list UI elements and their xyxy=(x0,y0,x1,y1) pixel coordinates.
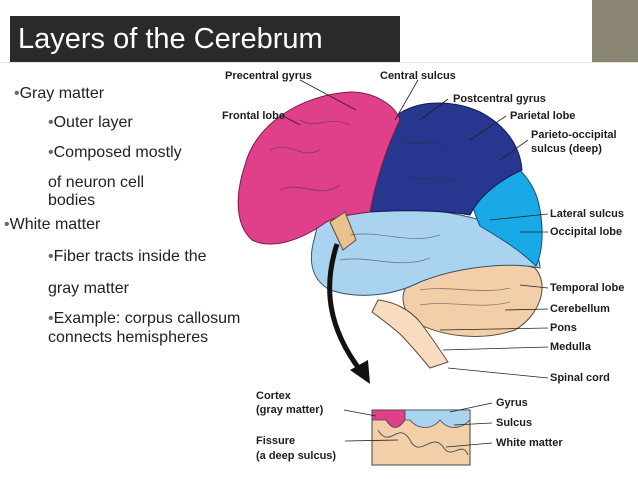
bullet-dot-icon: • xyxy=(4,216,10,233)
leader-line xyxy=(504,308,549,311)
label-fissure-2: (a deep sulcus) xyxy=(256,450,336,462)
bullet-text: Example: corpus callosum xyxy=(53,310,241,327)
brainstem-region xyxy=(371,299,449,369)
leader-line xyxy=(343,409,377,417)
label-occipital-lobe: Occipital lobe xyxy=(550,226,622,238)
gyri-lines xyxy=(269,119,511,306)
leader-line xyxy=(499,139,529,161)
zoom-arrow xyxy=(327,243,363,372)
label-pons: Pons xyxy=(550,322,577,334)
leader-line xyxy=(419,98,449,121)
leader-line xyxy=(489,213,549,221)
bullet-text: White matter xyxy=(9,216,101,233)
arrow-head xyxy=(350,360,370,384)
leader-line xyxy=(439,327,549,331)
leader-line xyxy=(445,442,493,448)
label-parieto-occipital-2: sulcus (deep) xyxy=(531,143,602,155)
label-gyrus: Gyrus xyxy=(496,397,528,409)
label-cortex-2: (gray matter) xyxy=(256,404,324,416)
frontal-lobe-region xyxy=(237,91,401,245)
label-central-sulcus: Central sulcus xyxy=(380,70,456,82)
leader-line xyxy=(449,402,493,413)
label-frontal-lobe: Frontal lobe xyxy=(222,110,285,122)
label-parietal-lobe: Parietal lobe xyxy=(510,110,575,122)
bullet-text: Outer layer xyxy=(53,114,133,131)
bullet-white-matter: •White matter xyxy=(4,216,100,234)
bullet-example: •Example: corpus callosum xyxy=(48,310,240,328)
bullet-outer-layer: •Outer layer xyxy=(48,114,133,132)
label-parieto-occipital: Parieto-occipital xyxy=(531,129,617,141)
leader-line xyxy=(519,284,549,289)
divider xyxy=(0,62,638,63)
bullet-dot-icon: • xyxy=(14,85,20,102)
bullet-dot-icon: • xyxy=(48,144,54,161)
cortex-folds xyxy=(377,429,469,456)
leader-line xyxy=(442,346,549,351)
gray-matter-layer-back xyxy=(404,409,471,428)
label-white-matter: White matter xyxy=(496,437,563,449)
bullet-text: Composed mostly xyxy=(53,144,182,161)
label-postcentral-gyrus: Postcentral gyrus xyxy=(453,93,546,105)
brain-illustration xyxy=(237,91,543,369)
leader-line xyxy=(394,79,419,121)
bullet-dot-icon: • xyxy=(48,114,54,131)
label-cerebellum: Cerebellum xyxy=(550,303,610,315)
leader-line xyxy=(282,115,301,126)
label-temporal-lobe: Temporal lobe xyxy=(550,282,624,294)
leader-lines xyxy=(282,79,549,448)
bullet-text: Gray matter xyxy=(19,85,105,102)
leader-line xyxy=(453,422,493,426)
insula-region xyxy=(329,211,357,251)
bullet-dot-icon: • xyxy=(48,310,54,327)
title-bar xyxy=(10,16,400,62)
leader-line xyxy=(344,439,399,442)
leader-line xyxy=(299,79,357,111)
label-medulla: Medulla xyxy=(550,341,592,353)
leader-line xyxy=(447,367,549,379)
label-fissure: Fissure xyxy=(256,435,295,447)
label-spinal-cord: Spinal cord xyxy=(550,372,610,384)
label-sulcus: Sulcus xyxy=(496,417,532,429)
bullet-continuation: bodies xyxy=(48,192,96,209)
label-lateral-sulcus: Lateral sulcus xyxy=(550,208,624,220)
bullet-dot-icon: • xyxy=(48,248,54,265)
leader-line xyxy=(469,115,507,141)
bullet-text: Fiber tracts inside the xyxy=(53,248,207,265)
label-cortex: Cortex xyxy=(256,390,292,402)
bullet-fiber-tracts: •Fiber tracts inside the xyxy=(48,248,207,266)
bullet-gray-matter: •Gray matter xyxy=(14,85,104,103)
corner-accent-block xyxy=(592,0,638,62)
bullet-continuation: gray matter xyxy=(48,280,129,297)
label-precentral-gyrus: Precentral gyrus xyxy=(225,70,312,82)
bullet-continuation: of neuron cell xyxy=(48,174,145,191)
cortex-block xyxy=(371,409,471,466)
bullet-continuation: connects hemispheres xyxy=(48,329,209,346)
bullet-composed: •Composed mostly xyxy=(48,144,182,162)
slide-title: Layers of the Cerebrum xyxy=(18,23,323,55)
